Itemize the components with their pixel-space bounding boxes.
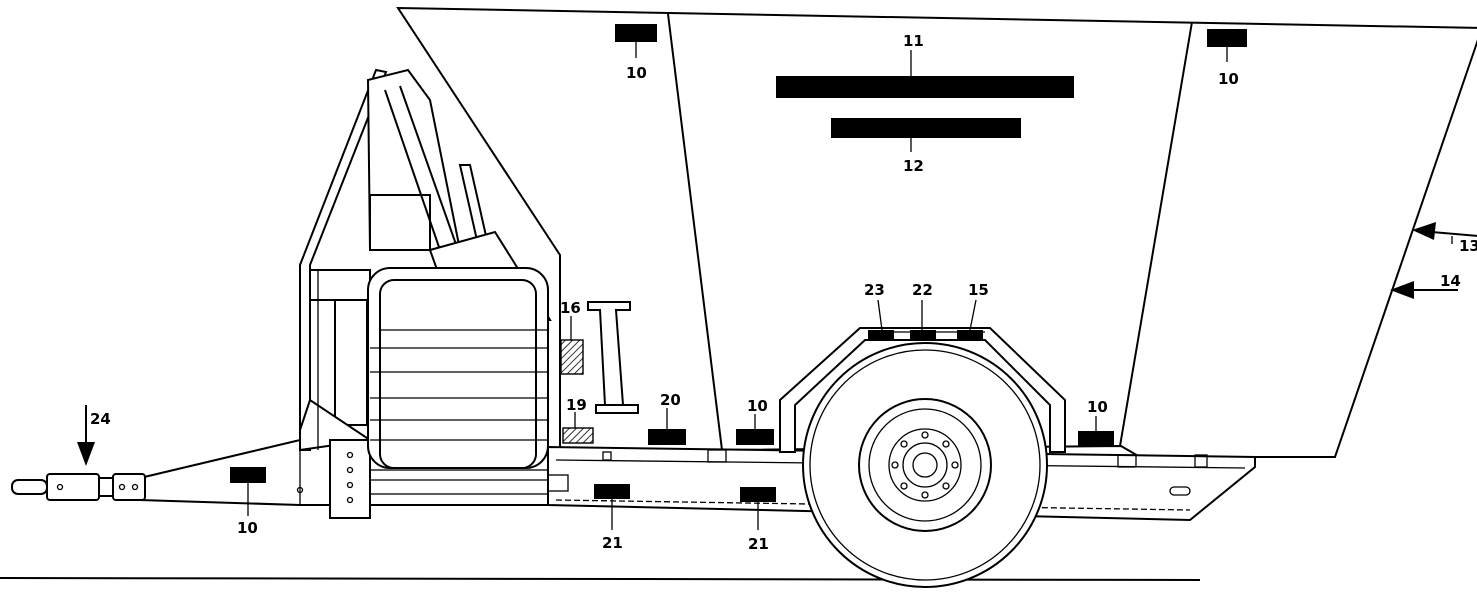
label-11: 11 bbox=[903, 32, 924, 50]
wheel bbox=[802, 342, 1048, 588]
mixer-tub bbox=[396, 6, 1477, 458]
label-20: 20 bbox=[660, 391, 681, 409]
label-22: 22 bbox=[912, 281, 933, 299]
arrow-13 bbox=[1412, 222, 1477, 244]
decal-21-right bbox=[740, 487, 776, 502]
decal-12 bbox=[831, 118, 1021, 138]
label-24: 24 bbox=[90, 410, 111, 428]
arrow-14 bbox=[1390, 281, 1458, 299]
label-10-top-left: 10 bbox=[626, 64, 647, 82]
label-16: 16 bbox=[560, 299, 581, 317]
decal-10-top-right bbox=[1207, 29, 1247, 47]
label-10-fender: 10 bbox=[1087, 398, 1108, 416]
label-21-right: 21 bbox=[748, 535, 769, 553]
label-10-chassis: 10 bbox=[747, 397, 768, 415]
decal-23 bbox=[868, 330, 894, 339]
decal-10-drawbar bbox=[230, 467, 266, 483]
arrow-24 bbox=[77, 405, 95, 466]
ground-line bbox=[0, 577, 1201, 581]
label-10-top-right: 10 bbox=[1218, 70, 1239, 88]
front-guard bbox=[367, 267, 549, 469]
label-21-left: 21 bbox=[602, 534, 623, 552]
decal-19 bbox=[562, 427, 594, 444]
decal-20 bbox=[648, 429, 686, 445]
label-13: 13 bbox=[1459, 237, 1477, 255]
label-12: 12 bbox=[903, 157, 924, 175]
decal-16 bbox=[560, 339, 584, 375]
decal-10-top-left bbox=[615, 24, 657, 42]
decal-11 bbox=[776, 76, 1074, 98]
decal-15 bbox=[957, 330, 983, 339]
label-14: 14 bbox=[1440, 272, 1461, 290]
decals bbox=[230, 24, 1247, 502]
decal-21-left bbox=[594, 484, 630, 499]
label-19: 19 bbox=[566, 396, 587, 414]
label-23: 23 bbox=[864, 281, 885, 299]
leader-lines bbox=[247, 42, 1228, 530]
callout-labels: 10 10 11 12 13 14 23 22 15 16 19 20 10 1… bbox=[90, 32, 1477, 553]
decal-10-fender bbox=[1078, 431, 1114, 447]
decal-10-chassis bbox=[736, 429, 774, 445]
jack-stand bbox=[587, 301, 639, 414]
decal-22 bbox=[910, 330, 936, 339]
label-10-drawbar: 10 bbox=[237, 519, 258, 537]
label-15: 15 bbox=[968, 281, 989, 299]
hitch bbox=[11, 473, 146, 501]
